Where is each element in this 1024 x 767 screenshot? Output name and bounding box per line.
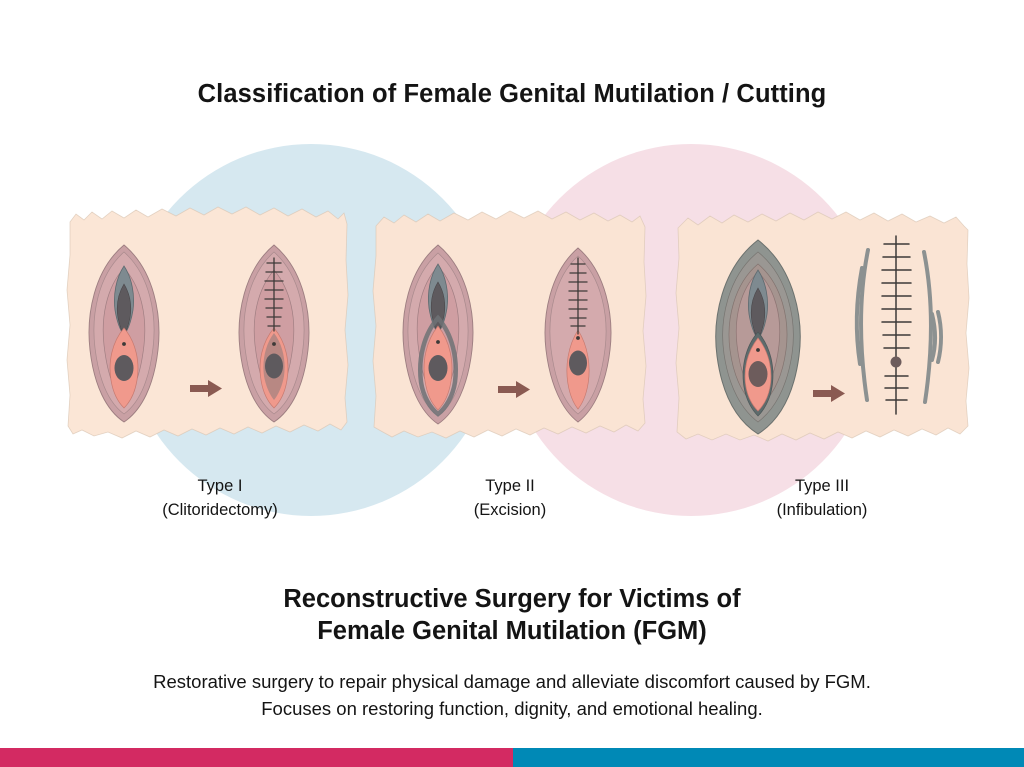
residual-opening xyxy=(890,356,902,368)
bottom-accent-bar xyxy=(0,748,1024,767)
type-1-illustration xyxy=(66,206,349,439)
caption-type-2-title: Type II xyxy=(485,477,535,495)
type-1-after-figure xyxy=(238,244,310,423)
subtitle-line-1: Reconstructive Surgery for Victims of xyxy=(283,585,741,613)
type-2-after-figure xyxy=(544,247,612,423)
residual-tissue-arcs-left xyxy=(854,248,870,402)
type-2-illustration xyxy=(372,210,647,439)
accent-bar-left-pink xyxy=(0,748,513,767)
caption-type-2-subtitle: (Excision) xyxy=(473,501,547,519)
labia-minora-excision-marking xyxy=(418,314,458,417)
caption-type-1-subtitle: (Clitoridectomy) xyxy=(162,501,278,519)
type-2-before-figure xyxy=(402,244,474,425)
transition-arrow xyxy=(498,381,530,398)
type-3-before-figure xyxy=(715,239,801,435)
description-line-1: Restorative surgery to repair physical d… xyxy=(153,671,871,692)
caption-type-1-title: Type I xyxy=(197,477,243,495)
section-subtitle: Reconstructive Surgery for Victims of Fe… xyxy=(0,583,1024,647)
caption-type-3-subtitle: (Infibulation) xyxy=(776,501,868,519)
description-line-2: Focuses on restoring function, dignity, … xyxy=(261,698,763,719)
accent-bar-right-blue xyxy=(513,748,1024,767)
panel-type-2 xyxy=(366,200,654,450)
skin-patch-edge xyxy=(372,210,647,439)
panel-type-3 xyxy=(668,200,978,450)
infibulation-suture-line xyxy=(881,235,912,415)
skin-patch-edge xyxy=(675,211,970,442)
type-3-illustration xyxy=(675,211,970,442)
page-title: Classification of Female Genital Mutilat… xyxy=(197,80,827,108)
type-1-before-figure xyxy=(88,244,160,423)
caption-type-1: Type I (Clitoridectomy) xyxy=(80,474,360,522)
caption-type-3-title: Type III xyxy=(794,477,850,495)
caption-type-3: Type III (Infibulation) xyxy=(672,474,972,522)
type-3-after-figure xyxy=(854,235,943,415)
panel-type-1 xyxy=(62,200,352,450)
skin-patch-edge xyxy=(66,206,349,439)
subtitle-line-2: Female Genital Mutilation (FGM) xyxy=(317,617,707,645)
description-text: Restorative surgery to repair physical d… xyxy=(0,668,1024,722)
suture-line xyxy=(264,257,284,332)
suture-line xyxy=(568,257,588,335)
caption-type-2: Type II (Excision) xyxy=(370,474,650,522)
transition-arrow xyxy=(813,385,845,402)
transition-arrow xyxy=(190,380,222,397)
residual-tissue-arcs-right xyxy=(922,250,943,404)
